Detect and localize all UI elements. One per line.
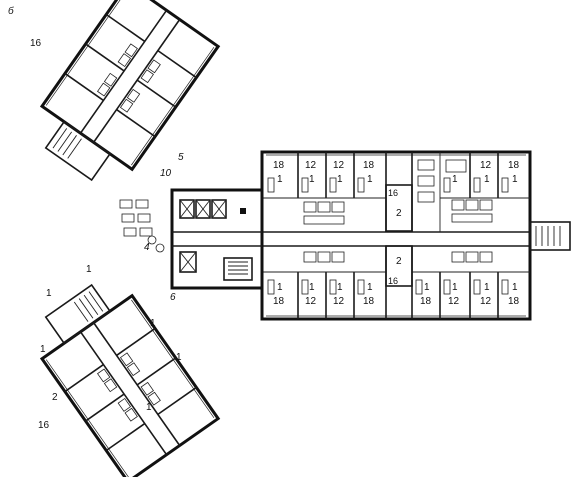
label-12-e2: 12 — [305, 160, 317, 171]
label-1-e5: 1 — [452, 174, 458, 185]
label-1-e7: 1 — [512, 174, 518, 185]
label-10: 10 — [160, 168, 172, 179]
northwest-wing — [39, 0, 221, 182]
central-core — [170, 188, 264, 290]
label-12-e3: 12 — [333, 160, 345, 171]
label-1-e11: 1 — [367, 282, 373, 293]
east-wing — [260, 150, 571, 321]
figure-letter: б — [8, 5, 14, 17]
label-12-e12: 12 — [448, 296, 460, 307]
label-16-e-bot: 16 — [388, 276, 398, 286]
label-1-sw-f: 1 — [146, 402, 152, 413]
label-2-e-top: 2 — [396, 208, 402, 219]
label-18-e11: 18 — [420, 296, 432, 307]
label-1-e4: 1 — [367, 174, 373, 185]
label-18-e7: 18 — [273, 296, 285, 307]
lobby-furniture — [119, 199, 165, 253]
label-6: 6 — [170, 292, 176, 303]
label-16-e-top: 16 — [388, 188, 398, 198]
label-2-e-bot: 2 — [396, 256, 402, 267]
label-1-e13: 1 — [452, 282, 458, 293]
label-1-e10: 1 — [337, 282, 343, 293]
label-12-e8: 12 — [305, 296, 317, 307]
label-16-sw: 16 — [38, 420, 50, 431]
label-1-e9: 1 — [309, 282, 315, 293]
label-1-sw-d: 1 — [150, 318, 156, 329]
room-labels: б 16 5 10 4 1 1 1 1 1 1 6 2 16 18 12 12 … — [8, 5, 520, 431]
label-12-e5: 12 — [480, 160, 492, 171]
label-1-e8: 1 — [277, 282, 283, 293]
label-18-e14: 18 — [508, 296, 520, 307]
label-1-e12: 1 — [424, 282, 430, 293]
label-18-e4: 18 — [363, 160, 375, 171]
label-16-nw: 16 — [30, 38, 42, 49]
label-4: 4 — [144, 242, 150, 253]
label-1-sw-a: 1 — [86, 264, 92, 275]
label-18-e10: 18 — [363, 296, 375, 307]
label-1-sw-b: 1 — [46, 288, 52, 299]
label-2-sw: 2 — [52, 392, 58, 403]
label-1-e6: 1 — [484, 174, 490, 185]
label-12-e9: 12 — [333, 296, 345, 307]
label-1-e2: 1 — [309, 174, 315, 185]
label-18-e1: 18 — [273, 160, 285, 171]
label-1-e15: 1 — [512, 282, 518, 293]
label-1-e3: 1 — [337, 174, 343, 185]
label-12-e13: 12 — [480, 296, 492, 307]
label-1-sw-c: 1 — [40, 344, 46, 355]
label-1-sw-e: 1 — [176, 352, 182, 363]
label-1-e14: 1 — [484, 282, 490, 293]
label-18-e6: 18 — [508, 160, 520, 171]
label-5-nw: 5 — [178, 152, 184, 163]
southwest-wing — [39, 283, 221, 477]
label-1-e1: 1 — [277, 174, 283, 185]
